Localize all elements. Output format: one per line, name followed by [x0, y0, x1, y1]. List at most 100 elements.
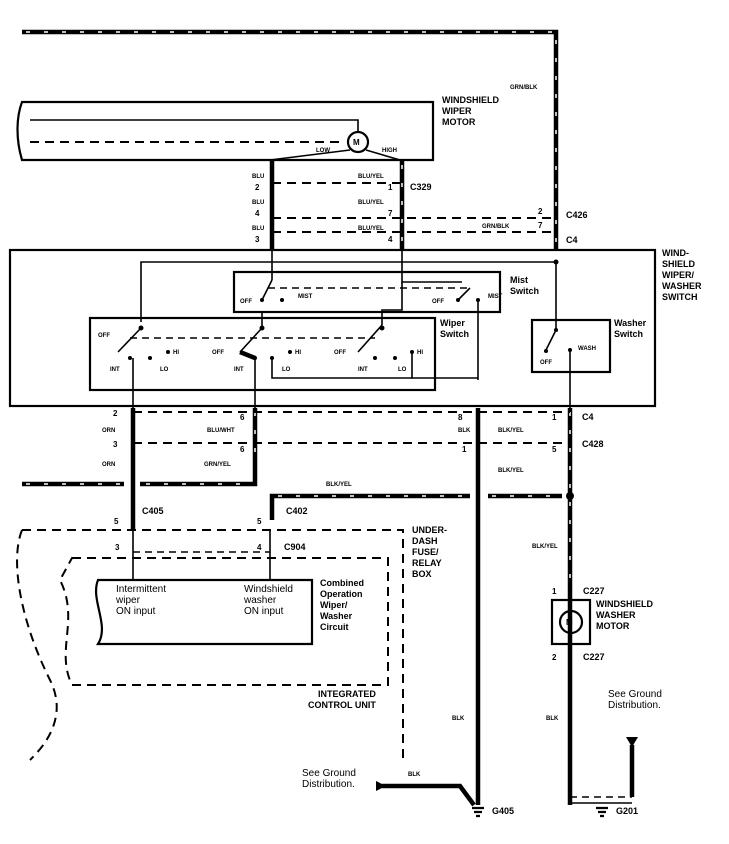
- pin-label: 5: [257, 517, 262, 526]
- wiper-lo-label-1: LO: [160, 367, 169, 373]
- mist-switch-box: [232, 270, 502, 314]
- ground-note-left-2: Distribution.: [302, 779, 355, 790]
- connector-c428-label: C428: [582, 439, 604, 449]
- wire-label-blu-wht: BLU/WHT: [207, 428, 235, 434]
- pin-label: 6: [240, 445, 245, 454]
- wiper-hi-label-2: HI: [295, 350, 301, 356]
- ground-g405-icon: [472, 806, 484, 818]
- pin-label: 3: [255, 235, 260, 244]
- label-low: LOW: [316, 148, 330, 154]
- mist-label: MIST: [298, 294, 313, 300]
- wiper-off-label-2: OFF: [212, 350, 224, 356]
- wire-label-blu-yel-1: BLU/YEL: [358, 174, 384, 180]
- wiper-switch-label-1: Wiper: [440, 318, 465, 328]
- wiper-switch-label-2: Switch: [440, 329, 469, 339]
- label-high: HIGH: [382, 148, 397, 154]
- mist-off-label: OFF: [240, 299, 252, 305]
- washer-input-label-2: washer: [243, 595, 277, 606]
- connector-c4-top-label: C4: [566, 235, 578, 245]
- wire-label-blk-yel-3: BLK/YEL: [326, 482, 352, 488]
- intermittent-label-1: Intermittent: [116, 584, 166, 595]
- pin-label: 7: [538, 221, 543, 230]
- intermittent-label-3: ON input: [116, 606, 156, 617]
- ground-note-left-1: See Ground: [302, 768, 356, 779]
- internal-wire: [140, 261, 556, 322]
- control-unit-label-1: INTEGRATED: [318, 689, 376, 699]
- wire-grn-yel-harness: [22, 462, 258, 487]
- washer-off-label: OFF: [540, 360, 552, 366]
- pin-label: 3: [113, 440, 118, 449]
- wire-label-blk-2: BLK: [452, 716, 465, 722]
- combined-label-1: Combined: [320, 578, 364, 588]
- under-dash-label-3: FUSE/: [412, 547, 439, 557]
- connector-c402-label: C402: [286, 506, 308, 516]
- wire-label-orn-1: ORN: [102, 428, 115, 434]
- wiper-off-label-3: OFF: [334, 350, 346, 356]
- pin-label: 2: [113, 409, 118, 418]
- switch-label-2: SHIELD: [662, 259, 696, 269]
- pin-label: 1: [388, 183, 393, 192]
- under-dash-label-2: DASH: [412, 536, 438, 546]
- pin-label: 1: [552, 587, 557, 596]
- switch-label-5: SWITCH: [662, 292, 698, 302]
- wire-label-blu-yel-3: BLU/YEL: [358, 226, 384, 232]
- pin-label: 1: [552, 413, 557, 422]
- wire-label-blu-yel-2: BLU/YEL: [358, 200, 384, 206]
- wire-grn-blk-top: [22, 29, 559, 250]
- wire-label-blu-2: BLU: [252, 200, 264, 206]
- wiper-motor-symbol: M: [353, 138, 360, 147]
- connector-c904-label: C904: [284, 542, 306, 552]
- wire-blk-yel-harness: [269, 492, 574, 520]
- wire-label-blk-yel-4: BLK/YEL: [532, 544, 558, 550]
- combined-label-3: Wiper/: [320, 600, 348, 610]
- pin-label: 5: [552, 445, 557, 454]
- pin-label: 4: [255, 209, 260, 218]
- wiper-hi-label-1: HI: [173, 350, 179, 356]
- switch-label-1: WIND-: [662, 248, 689, 258]
- wiper-washer-switch-box: [8, 248, 657, 408]
- ground-g201-icon: [596, 806, 608, 818]
- combined-label-5: Circuit: [320, 622, 349, 632]
- wiper-lo-label-2: LO: [282, 367, 291, 373]
- washer-input-label-1: Windshield: [244, 584, 293, 595]
- wire-label-orn-2: ORN: [102, 462, 115, 468]
- mist-switch-label-2: Switch: [510, 286, 539, 296]
- wire-label-grn-yel: GRN/YEL: [204, 462, 231, 468]
- wiper-int-label-3: INT: [358, 367, 368, 373]
- wire-label-grn-blk-2: GRN/BLK: [482, 224, 510, 230]
- pin-label: 1: [462, 445, 467, 454]
- ground-note-right-1: See Ground: [608, 689, 662, 700]
- connector-c4-bottom-label: C4: [582, 412, 594, 422]
- pin-label: 4: [257, 543, 262, 552]
- mist-switch-label-1: Mist: [510, 275, 528, 285]
- wire-blk-ground-left: [382, 783, 476, 807]
- combined-circuit-box: [95, 578, 314, 646]
- pin-label: 2: [538, 207, 543, 216]
- wiper-motor-icon: [346, 130, 370, 154]
- pin-label: 5: [114, 517, 119, 526]
- connector-c426-label: C426: [566, 210, 588, 220]
- connector-c329-label: C329: [410, 182, 432, 192]
- washer-motor-icon: [558, 609, 584, 635]
- washer-motor-box: [550, 598, 592, 646]
- wiper-motor-box: [16, 100, 435, 162]
- wire-label-blu-3: BLU: [252, 226, 264, 232]
- wire-label-grn-blk: GRN/BLK: [510, 85, 538, 91]
- ground-g201-label: G201: [616, 806, 638, 816]
- pin-label: 7: [388, 209, 393, 218]
- connector-c227-bottom-label: C227: [583, 652, 605, 662]
- under-dash-label-4: RELAY: [412, 558, 442, 568]
- wiper-motor-label-1: WINDSHIELD: [442, 95, 499, 105]
- wire-label-blk-yel-1: BLK/YEL: [498, 428, 524, 434]
- wire-label-blk-3: BLK: [546, 716, 559, 722]
- wire-label-blk-1: BLK: [458, 428, 471, 434]
- intermittent-label-2: wiper: [115, 595, 141, 606]
- combined-label-2: Operation: [320, 589, 363, 599]
- wire-label-blk-yel-2: BLK/YEL: [498, 468, 524, 474]
- wiper-int-label-1: INT: [110, 367, 120, 373]
- pin-label: 3: [115, 543, 120, 552]
- wiper-motor-label-3: MOTOR: [442, 117, 476, 127]
- washer-input-label-3: ON input: [244, 606, 284, 617]
- mist-off-label-2: OFF: [432, 299, 444, 305]
- washer-motor-symbol: M: [566, 618, 573, 627]
